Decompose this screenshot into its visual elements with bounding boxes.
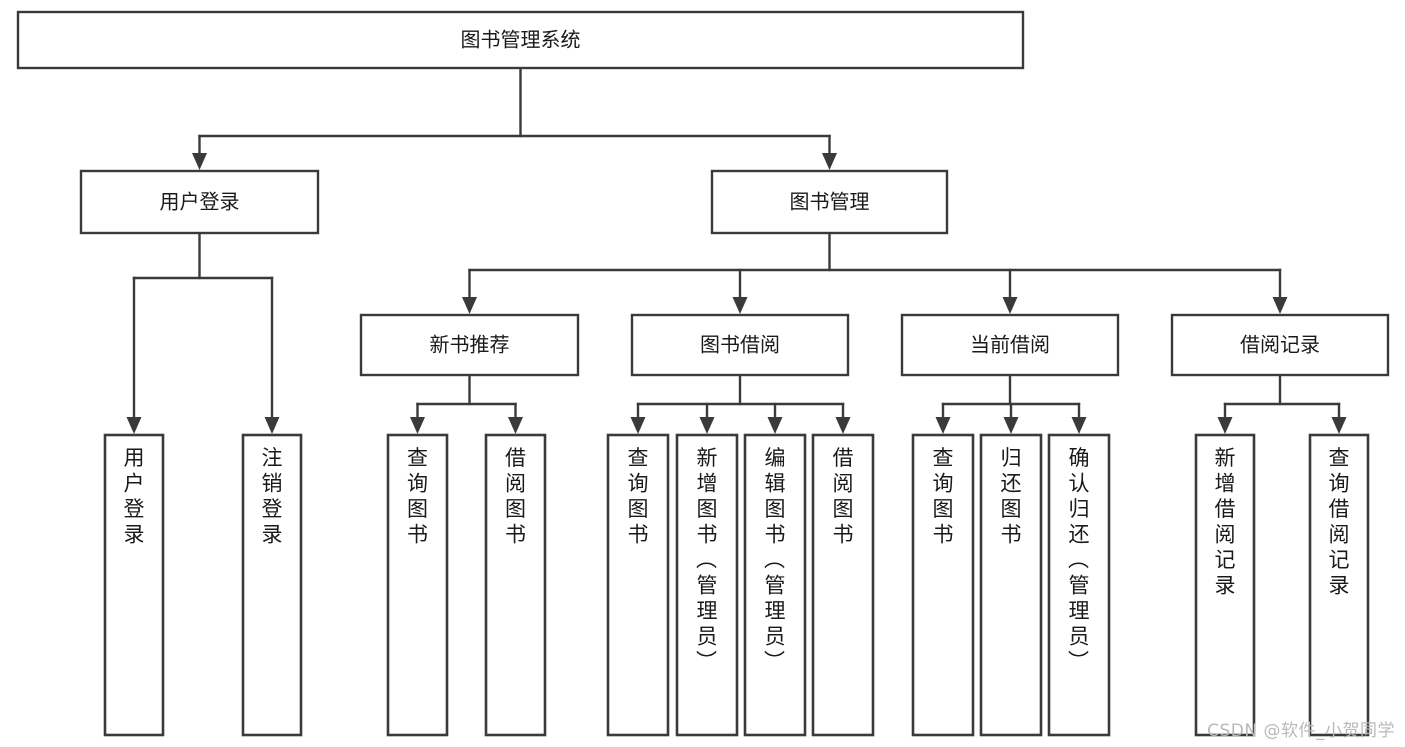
node-box-borrow-record[interactable] xyxy=(1170,313,1390,377)
node-label-book-manage: 图书管理 xyxy=(790,190,870,214)
node-leaf-borrow-book-rec[interactable]: 借阅图书 xyxy=(484,433,547,737)
node-leaf-query-record[interactable]: 查询借阅记录 xyxy=(1308,433,1370,737)
node-box-current-borrow[interactable] xyxy=(900,313,1120,377)
node-box-leaf-add-record[interactable] xyxy=(1194,433,1256,737)
node-label-leaf-edit-book: 编辑图书︵管理员︶ xyxy=(764,446,786,674)
node-box-new-book-rec[interactable] xyxy=(359,313,580,377)
node-box-leaf-return-book[interactable] xyxy=(979,433,1043,737)
node-label-book-borrow: 图书借阅 xyxy=(700,333,780,357)
node-box-leaf-edit-book[interactable] xyxy=(743,433,807,737)
node-label-leaf-confirm-return: 确认归还︵管理员︶ xyxy=(1068,446,1090,674)
node-box-user-login[interactable] xyxy=(79,169,320,235)
node-label-leaf-query-book-cur: 查询图书 xyxy=(933,446,954,547)
node-box-leaf-query-book[interactable] xyxy=(606,433,670,737)
node-label-leaf-add-book: 新增图书︵管理员︶ xyxy=(696,446,718,674)
node-box-leaf-borrow-book-rec[interactable] xyxy=(484,433,547,737)
node-label-leaf-add-record: 新增借阅记录 xyxy=(1215,446,1236,598)
node-box-root[interactable] xyxy=(16,10,1025,70)
node-box-leaf-query-book-cur[interactable] xyxy=(911,433,975,737)
node-book-manage[interactable]: 图书管理 xyxy=(710,169,949,235)
node-box-leaf-user-login[interactable] xyxy=(103,433,165,737)
node-root[interactable]: 图书管理系统 xyxy=(16,10,1025,70)
node-leaf-return-book[interactable]: 归还图书 xyxy=(979,433,1043,737)
connector-layer xyxy=(126,66,1347,434)
node-layer: 图书管理系统用户登录图书管理新书推荐图书借阅当前借阅借阅记录用户登录注销登录查询… xyxy=(16,10,1390,737)
node-label-root: 图书管理系统 xyxy=(461,28,581,52)
node-label-leaf-return-book: 归还图书 xyxy=(1001,446,1022,547)
node-new-book-rec[interactable]: 新书推荐 xyxy=(359,313,580,377)
node-label-new-book-rec: 新书推荐 xyxy=(430,333,510,357)
node-box-leaf-confirm-return[interactable] xyxy=(1047,433,1111,737)
node-label-leaf-user-logout: 注销登录 xyxy=(262,446,283,547)
node-box-leaf-query-record[interactable] xyxy=(1308,433,1370,737)
node-leaf-confirm-return[interactable]: 确认归还︵管理员︶ xyxy=(1047,433,1111,737)
node-box-leaf-user-logout[interactable] xyxy=(241,433,303,737)
node-label-leaf-user-login: 用户登录 xyxy=(124,446,145,547)
node-label-leaf-query-book: 查询图书 xyxy=(628,446,649,547)
node-label-user-login: 用户登录 xyxy=(160,190,240,214)
node-leaf-add-book[interactable]: 新增图书︵管理员︶ xyxy=(675,433,739,737)
node-label-leaf-borrow-book-rec: 借阅图书 xyxy=(505,446,526,547)
node-leaf-edit-book[interactable]: 编辑图书︵管理员︶ xyxy=(743,433,807,737)
node-box-leaf-query-book-rec[interactable] xyxy=(386,433,449,737)
node-user-login[interactable]: 用户登录 xyxy=(79,169,320,235)
node-leaf-query-book[interactable]: 查询图书 xyxy=(606,433,670,737)
node-leaf-borrow-book[interactable]: 借阅图书 xyxy=(811,433,875,737)
node-current-borrow[interactable]: 当前借阅 xyxy=(900,313,1120,377)
node-leaf-query-book-rec[interactable]: 查询图书 xyxy=(386,433,449,737)
node-label-leaf-query-record: 查询借阅记录 xyxy=(1329,446,1350,598)
node-box-book-borrow[interactable] xyxy=(630,313,850,377)
node-borrow-record[interactable]: 借阅记录 xyxy=(1170,313,1390,377)
node-box-leaf-add-book[interactable] xyxy=(675,433,739,737)
node-label-leaf-query-book-rec: 查询图书 xyxy=(407,446,428,547)
node-book-borrow[interactable]: 图书借阅 xyxy=(630,313,850,377)
node-label-current-borrow: 当前借阅 xyxy=(970,333,1050,357)
node-leaf-user-login[interactable]: 用户登录 xyxy=(103,433,165,737)
node-label-leaf-borrow-book: 借阅图书 xyxy=(833,446,854,547)
node-box-leaf-borrow-book[interactable] xyxy=(811,433,875,737)
node-box-book-manage[interactable] xyxy=(710,169,949,235)
node-label-borrow-record: 借阅记录 xyxy=(1240,333,1320,357)
node-leaf-add-record[interactable]: 新增借阅记录 xyxy=(1194,433,1256,737)
node-leaf-query-book-cur[interactable]: 查询图书 xyxy=(911,433,975,737)
node-leaf-user-logout[interactable]: 注销登录 xyxy=(241,433,303,737)
